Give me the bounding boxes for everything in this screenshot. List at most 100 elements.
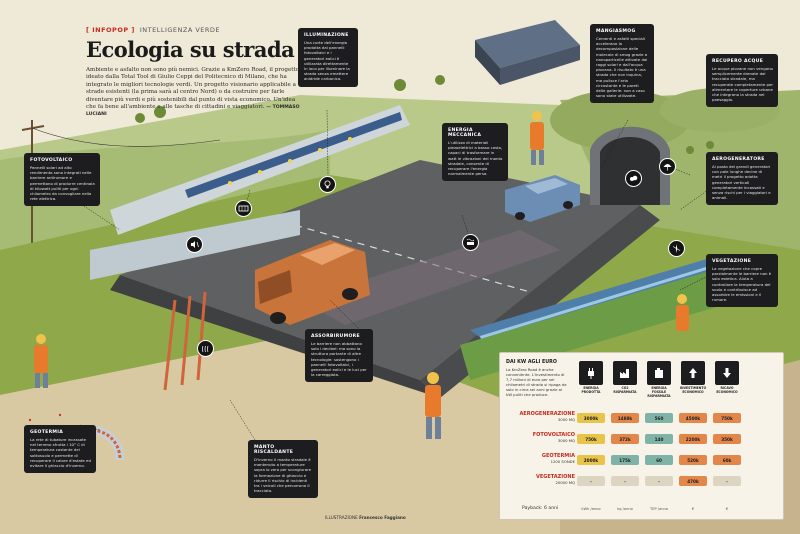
column-energia-prodotta: ENERGIA PRODOTTA [577, 361, 605, 395]
table-cell: 750k [577, 434, 605, 444]
callout-title: RECUPERO ACQUE [712, 59, 764, 64]
table-cell: - [577, 476, 605, 486]
callout-text: Cementi e asfalti speciali accelerano la… [596, 36, 648, 99]
table-cell: 3000k [577, 413, 605, 423]
page-title: Ecologia su strada [86, 37, 295, 62]
callout-text: La rete di tubature incassate nel terren… [30, 437, 91, 469]
arrow-up-icon [681, 361, 705, 385]
callout-title: GEOTERMIA [30, 430, 64, 435]
callout-title: ILLUMINAZIONE [304, 33, 349, 38]
table-cell: 175k [611, 455, 639, 465]
heat-icon [197, 340, 214, 357]
table-cell: - [611, 476, 639, 486]
table-cell: - [645, 476, 673, 486]
column-label: CO2 RISPARMIATA [613, 386, 637, 394]
unit-label: TEP /anno [650, 507, 668, 511]
sound-barrier-icon [186, 236, 203, 253]
row-label-vegetazione: VEGETAZIONE 20000 MQ [536, 474, 575, 485]
callout-title: FOTOVOLTAICO [30, 158, 73, 163]
vibration-icon [462, 234, 479, 251]
unit-label: kWh /anno [581, 507, 601, 511]
callout-title: ASSORBIRUMORE [311, 334, 360, 339]
callout-recupero-acque: RECUPERO ACQUE Le acque piovane non veng… [706, 54, 778, 108]
wind-turbine-icon [668, 240, 685, 257]
kicker-sub: INTELLIGENZA VERDE [139, 26, 221, 34]
column-label: INVESTIMENTO ECONOMICO [679, 386, 707, 394]
factory-icon [613, 361, 637, 385]
column-energia-fossile: ENERGIA FOSSILE RISPARMIATA [645, 361, 673, 398]
table-cell: 4500k [679, 413, 707, 423]
callout-text: Le acque piovane non vengono semplicemen… [712, 66, 773, 103]
table-cell: - [713, 476, 741, 486]
credit-name: Francesco Faggiano [359, 515, 406, 520]
column-label: ENERGIA FOSSILE RISPARMIATA [647, 386, 671, 398]
unit-label: kg /anno [617, 507, 633, 511]
callout-title: VEGETAZIONE [712, 259, 752, 264]
table-cell: 350k [713, 434, 741, 444]
row-label-geotermia: GEOTERMIA 1200 SONDE [542, 453, 575, 464]
kicker-tag: [ INFOPOP ] [86, 26, 135, 34]
table-cell: 60 [645, 455, 673, 465]
column-investimento: INVESTIMENTO ECONOMICO [679, 361, 707, 395]
table-cell: 520k [679, 455, 707, 465]
callout-text: Una corte dell'energia prodotta dai pann… [304, 40, 350, 82]
article-header: [ INFOPOP ] INTELLIGENZA VERDE Ecologia s… [86, 26, 301, 119]
callout-title: ENERGIA MECCANICA [448, 128, 482, 138]
row-unit: 3000 MQ [557, 417, 575, 422]
table-cell: 140 [645, 434, 673, 444]
payback-label: Payback: 6 anni [522, 506, 559, 511]
callout-text: Le barriere non abbattono solo i decibel… [311, 341, 367, 378]
table-cell: 470k [679, 476, 707, 486]
callout-text: La vegetazione che copre parzialmente le… [712, 266, 772, 303]
row-name: FOTOVOLTAICO [532, 432, 575, 438]
economics-table: DAI KW AGLI EURO La KmZero Road è anche … [499, 352, 784, 520]
table-cell: 1488k [611, 413, 639, 423]
callout-text: Pannelli solari ad alto rendimento sono … [30, 165, 95, 202]
column-ricavo: RICAVO ECONOMICO [713, 361, 741, 395]
callout-manto-riscaldante: MANTO RISCALDANTE D'inverno il manto str… [248, 440, 318, 499]
column-label: ENERGIA PRODOTTA [581, 386, 601, 394]
author: — TOMMASO LUCIANI [86, 105, 300, 118]
row-label-fotovoltaico: FOTOVOLTAICO 3000 MQ [533, 432, 575, 443]
callout-assorbirumore: ASSORBIRUMORE Le barriere non abbattono … [305, 329, 373, 383]
callout-geotermia: GEOTERMIA La rete di tubature incassate … [24, 425, 96, 474]
row-name: VEGETAZIONE [535, 474, 575, 480]
callout-text: Al posto dei grandi generatori con pale … [712, 164, 771, 201]
lightbulb-icon [319, 176, 336, 193]
intro-text: Ambiente e asfalto non sono più nemici. … [86, 67, 301, 119]
solar-panel-icon [235, 200, 252, 217]
row-name: AEROGENERAZIONE [519, 411, 575, 417]
kicker: [ INFOPOP ] INTELLIGENZA VERDE [86, 26, 301, 34]
table-cell: 2200k [679, 434, 707, 444]
table-cell: 560 [645, 413, 673, 423]
row-unit: 20000 MQ [555, 480, 575, 485]
smog-icon [625, 170, 642, 187]
callout-energia-meccanica: ENERGIA MECCANICA L'utilizzo di material… [442, 123, 508, 182]
table-cell: 372k [611, 434, 639, 444]
table-intro: DAI KW AGLI EURO La KmZero Road è anche … [506, 360, 568, 397]
callout-title: MANTO RISCALDANTE [254, 445, 294, 455]
callout-mangiasmog: MANGIASMOG Cementi e asfalti speciali ac… [590, 24, 654, 104]
callout-fotovoltaico: FOTOVOLTAICO Pannelli solari ad alto ren… [24, 153, 100, 207]
callout-illuminazione: ILLUMINAZIONE Una corte dell'energia pro… [298, 28, 358, 87]
callout-text: D'inverno il manto stradale è mantenuto … [254, 457, 311, 494]
row-name: GEOTERMIA [541, 453, 575, 459]
table-cell: 750k [713, 413, 741, 423]
unit-label: € [691, 507, 695, 511]
column-co2: CO2 RISPARMIATA [611, 361, 639, 395]
table-cell: 60k [713, 455, 741, 465]
fuel-can-icon [647, 361, 671, 385]
row-unit: 3000 MQ [557, 438, 575, 443]
table-title: DAI KW AGLI EURO [506, 360, 557, 365]
table-cell: 2000k [577, 455, 605, 465]
column-label: RICAVO ECONOMICO [716, 386, 738, 394]
rain-umbrella-icon [659, 158, 676, 175]
row-label-aerogenerazione: AEROGENERAZIONE 3000 MQ [519, 411, 575, 422]
table-description: La KmZero Road è anche conveniente. L'in… [506, 367, 567, 397]
intro-body: Ambiente e asfalto non sono più nemici. … [86, 67, 300, 111]
plug-icon [579, 361, 603, 385]
callout-text: L'utilizzo di materiali piezoelettrici a… [448, 140, 503, 177]
callout-title: MANGIASMOG [596, 29, 636, 34]
callout-vegetazione: VEGETAZIONE La vegetazione che copre par… [706, 254, 778, 308]
callout-aerogeneratore: AEROGENERATORE Al posto dei grandi gener… [706, 152, 778, 206]
